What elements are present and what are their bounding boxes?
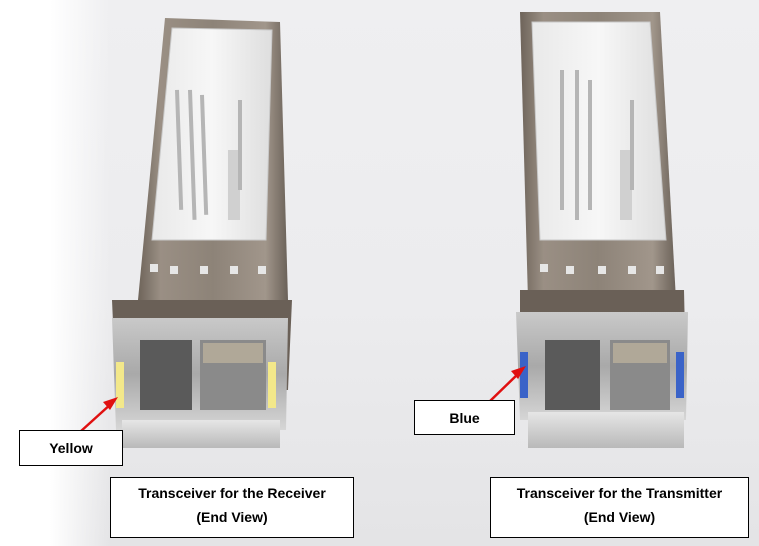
receiver-yellow-marker-right [268, 362, 276, 408]
receiver-port-left [140, 340, 192, 410]
blue-arrow [486, 366, 526, 405]
blue-label: Blue [414, 400, 515, 435]
yellow-label-text: Yellow [49, 440, 93, 456]
transmitter-sticker-text [560, 70, 634, 220]
receiver-port-right-top [203, 343, 263, 363]
receiver-yellow-marker-left [116, 362, 124, 408]
receiver-transceiver [112, 18, 292, 448]
transmitter-port-left [545, 340, 600, 410]
transmitter-caption-line2: (End View) [583, 509, 656, 525]
transmitter-vents [540, 264, 664, 274]
receiver-caption-line2: (End View) [196, 509, 268, 525]
receiver-caption-line1: Transceiver for the Receiver [138, 485, 326, 501]
receiver-bottom-plate [122, 420, 280, 448]
transmitter-transceiver [516, 12, 688, 448]
transmitter-port-right-top [613, 343, 667, 363]
transmitter-bottom-plate [528, 412, 684, 448]
receiver-caption: Transceiver for the Receiver (End View) [110, 477, 354, 538]
receiver-vents [150, 264, 266, 274]
receiver-sticker [151, 27, 273, 241]
blue-label-text: Blue [449, 409, 480, 426]
receiver-sticker-text [175, 89, 242, 220]
transmitter-sticker [531, 21, 667, 241]
transmitter-blue-marker-left [520, 352, 528, 398]
transmitter-caption: Transceiver for the Transmitter (End Vie… [490, 477, 749, 538]
transmitter-caption-line1: Transceiver for the Transmitter [516, 485, 723, 501]
transmitter-blue-marker-right [676, 352, 684, 398]
yellow-arrow [79, 397, 118, 433]
yellow-label: Yellow [19, 430, 123, 466]
